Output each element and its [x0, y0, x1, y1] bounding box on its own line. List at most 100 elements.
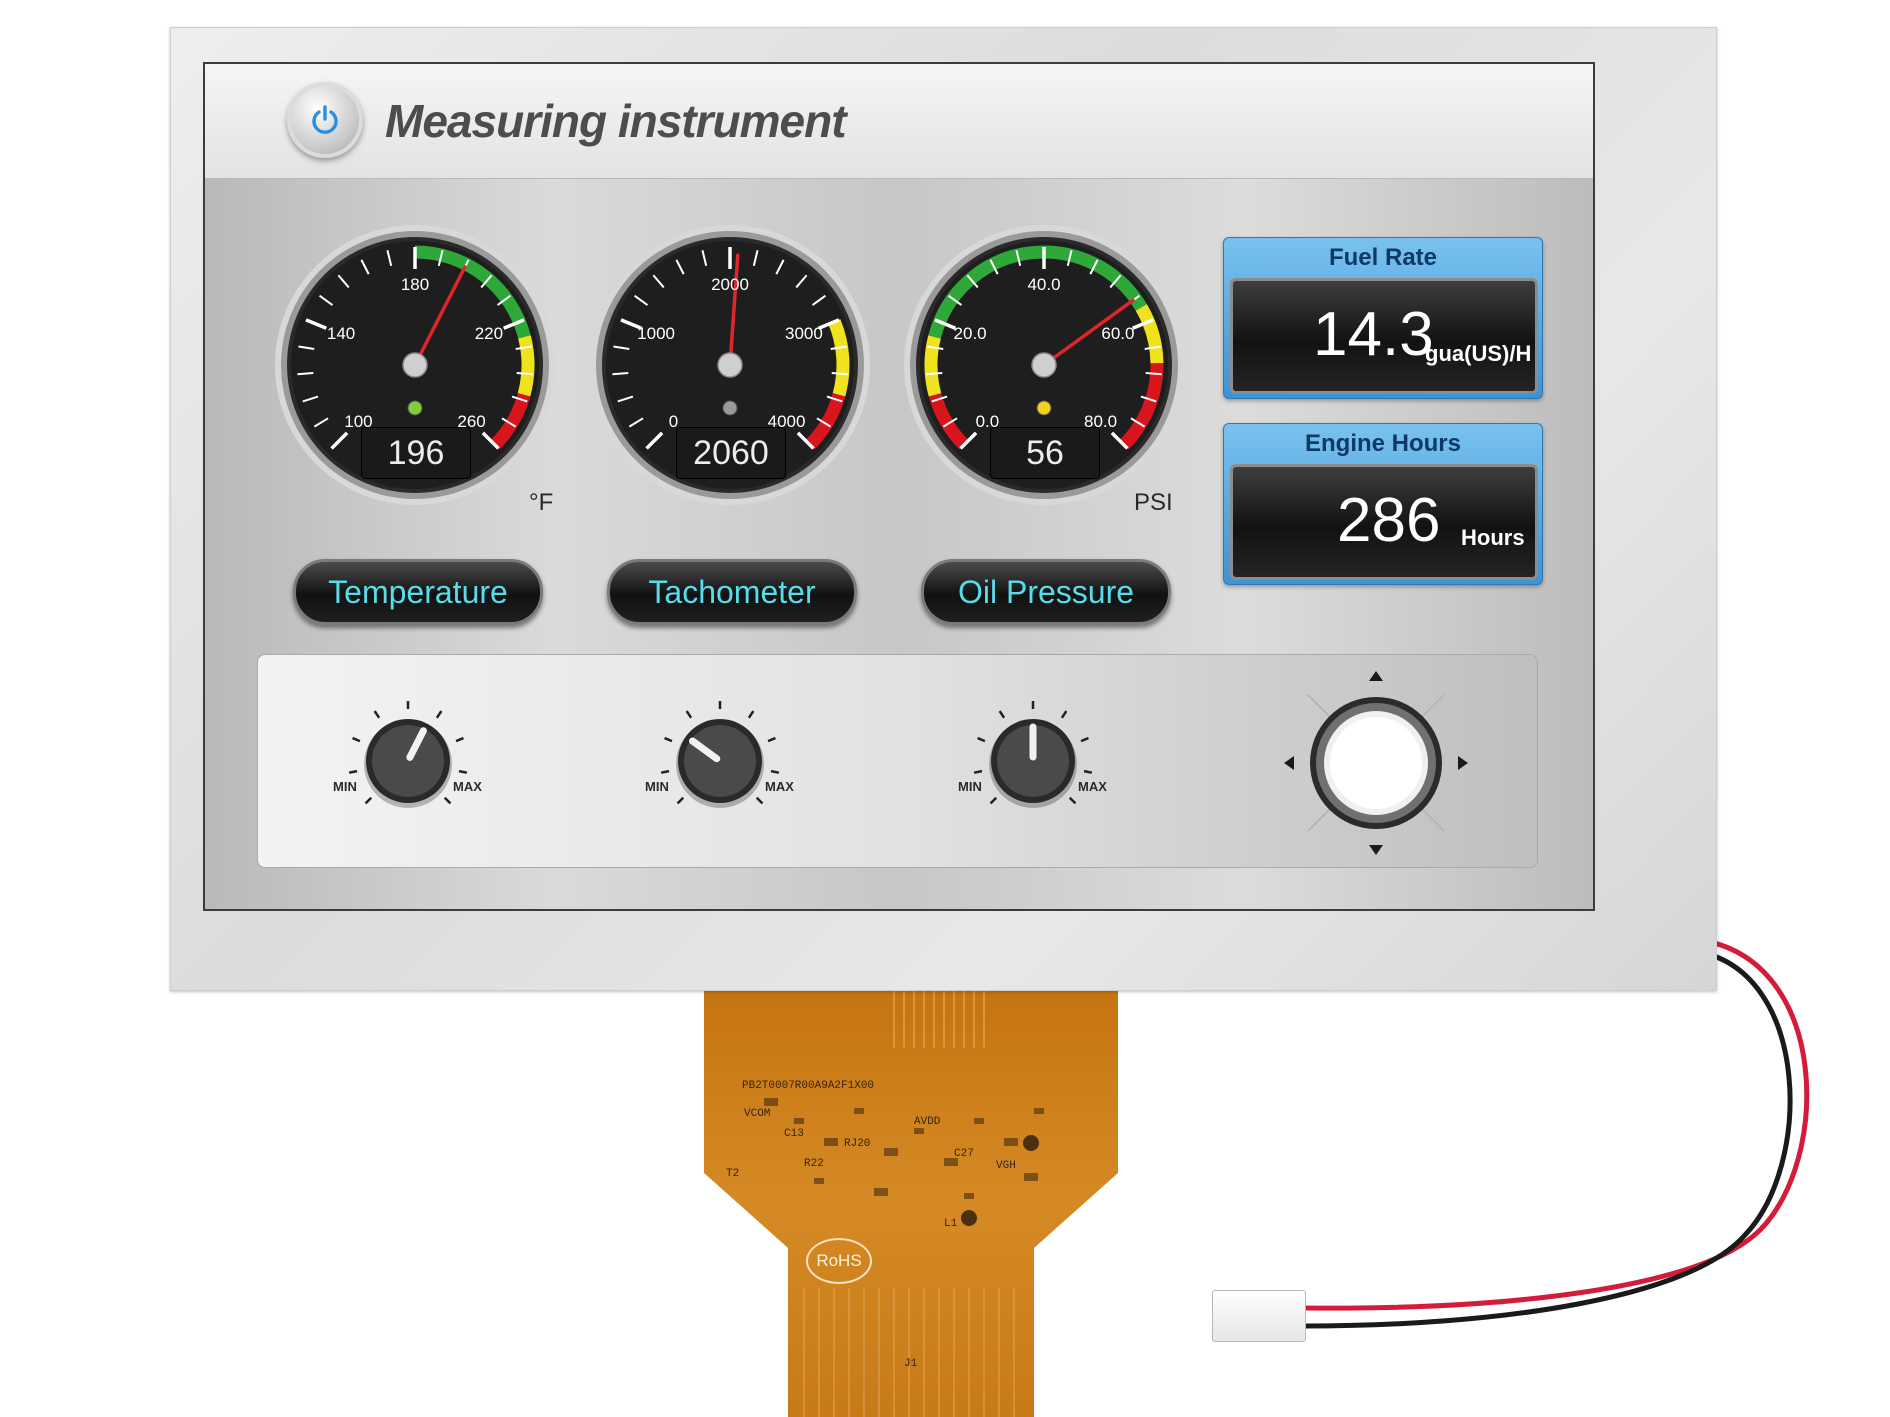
gauge-color-band	[928, 392, 969, 450]
knob-min-label: MIN	[958, 779, 982, 794]
gauge-tick	[818, 318, 840, 330]
knob-dial	[660, 701, 780, 808]
gauge-tick-label: 4000	[767, 411, 806, 431]
knob-dial	[973, 701, 1093, 808]
silk-label: R22	[804, 1158, 824, 1170]
tachometer-label-button[interactable]: Tachometer	[607, 559, 857, 625]
knob-tick	[755, 796, 764, 805]
knob-tick	[998, 710, 1006, 719]
gauge-tick	[752, 250, 759, 267]
gauge-tick	[1132, 318, 1154, 330]
gauge-tick	[1130, 417, 1146, 428]
gauge-tick	[1145, 372, 1162, 376]
gauge-tick	[628, 417, 644, 428]
silk-label: L1	[944, 1218, 958, 1230]
gauge-tick	[652, 274, 665, 289]
knob-tick	[770, 769, 780, 774]
gauge-tick-label: 80.0	[1084, 411, 1118, 431]
gauge-needle	[728, 253, 740, 367]
fuel-rate-display: 14.3 gua(US)/H	[1230, 278, 1538, 394]
oil-pressure-gauge: 0.0 20.0 40.0 60.0 80.0 56 PSI	[902, 223, 1186, 516]
control-knob-3[interactable]: MIN MAX	[958, 695, 1108, 825]
knob-max-label: MAX	[1078, 779, 1107, 794]
knob-tick	[977, 736, 986, 743]
gauge-tick	[480, 274, 493, 289]
gauge-tick	[1109, 274, 1122, 289]
gauge-tick-label: 0.0	[975, 411, 1000, 431]
knob-tick	[348, 769, 358, 774]
arrow-right-icon[interactable]	[1458, 756, 1468, 770]
knob-tick	[352, 736, 361, 743]
gauge-tick-label: 40.0	[1027, 275, 1061, 294]
gauge-tick	[516, 372, 533, 376]
knob-tick	[1068, 796, 1077, 805]
gauge-needle	[413, 265, 467, 367]
engine-hours-unit: Hours	[1461, 525, 1525, 550]
power-button[interactable]	[287, 82, 363, 158]
knob-max-label: MAX	[453, 779, 482, 794]
silk-label: T2	[726, 1168, 740, 1180]
gauge-color-band	[828, 319, 850, 397]
gauge-tick	[302, 395, 319, 403]
header-bar: Measuring instrument	[205, 64, 1593, 179]
gauge-tick	[612, 372, 629, 376]
arrow-down-icon[interactable]	[1369, 845, 1383, 855]
directional-pad[interactable]	[1278, 665, 1474, 861]
gauge-tick	[645, 431, 664, 450]
gauge-color-band	[517, 335, 535, 397]
gauge-tick	[927, 345, 944, 351]
gauge-tick	[511, 395, 528, 403]
tachometer-dial	[590, 225, 870, 505]
gauge-hub	[717, 352, 743, 378]
gauge-status-led	[722, 400, 738, 416]
gauge-tick	[1015, 250, 1022, 267]
gauge-tick	[617, 395, 634, 403]
silk-label: RJ20	[844, 1138, 871, 1150]
temperature-readout: 196	[361, 427, 471, 479]
oil-pressure-label-button[interactable]: Oil Pressure	[921, 559, 1171, 625]
knob-tick	[1083, 769, 1093, 774]
arrow-up-icon[interactable]	[1369, 671, 1383, 681]
temperature-unit: °F	[529, 489, 554, 516]
oil-pressure-readout: 56	[990, 427, 1100, 479]
silk-label: VGH	[996, 1160, 1016, 1172]
knob-tick	[747, 710, 755, 719]
gauge-tick	[942, 417, 958, 428]
gauge-tick	[796, 431, 815, 450]
engine-hours-title: Engine Hours	[1304, 430, 1461, 457]
gauge-color-band	[490, 392, 531, 450]
control-tray: MIN MAX MIN MAX MIN MAX	[257, 654, 1538, 868]
knob-max-label: MAX	[765, 779, 794, 794]
oil-pressure-unit: PSI	[1134, 489, 1173, 516]
silk-label: VCOM	[744, 1108, 771, 1120]
gauge-tick	[811, 294, 827, 306]
gauge-tick	[926, 372, 943, 376]
gauge-tick	[831, 372, 848, 376]
instrument-panel: 100 140 180 220 260 196 °F Temperature 0…	[205, 179, 1593, 909]
gauge-color-band	[1135, 304, 1164, 364]
gauge-tick	[305, 318, 327, 330]
gauge-tick	[1144, 345, 1161, 351]
temperature-label-button[interactable]: Temperature	[293, 559, 543, 625]
engine-hours-value: 286	[1337, 486, 1441, 555]
dpad-center-button[interactable]	[1330, 717, 1422, 809]
fuel-rate-title: Fuel Rate	[1328, 244, 1438, 271]
gauge-tick	[1066, 250, 1073, 267]
knob-tick	[373, 710, 381, 719]
gauge-tick-label: 3000	[784, 324, 823, 344]
fuel-rate-value: 14.3	[1313, 300, 1434, 369]
gauge-tick-label: 60.0	[1101, 324, 1135, 344]
tachometer-gauge: 0 1000 2000 3000 4000 2060	[588, 223, 872, 507]
gauge-tick	[947, 294, 963, 306]
gauge-hub	[402, 352, 428, 378]
control-knob-2[interactable]: MIN MAX	[645, 695, 795, 825]
knob-cap	[684, 725, 756, 797]
control-knob-1[interactable]: MIN MAX	[333, 695, 483, 825]
oil-pressure-dial	[904, 225, 1184, 505]
gauge-tick	[1140, 395, 1157, 403]
flex-cable-shape	[704, 988, 1118, 1417]
gauge-tick	[297, 372, 314, 376]
engine-hours-card: Engine Hours 286 Hours	[1223, 423, 1543, 585]
fuel-rate-card: Fuel Rate 14.3 gua(US)/H	[1223, 237, 1543, 399]
arrow-left-icon[interactable]	[1284, 756, 1294, 770]
